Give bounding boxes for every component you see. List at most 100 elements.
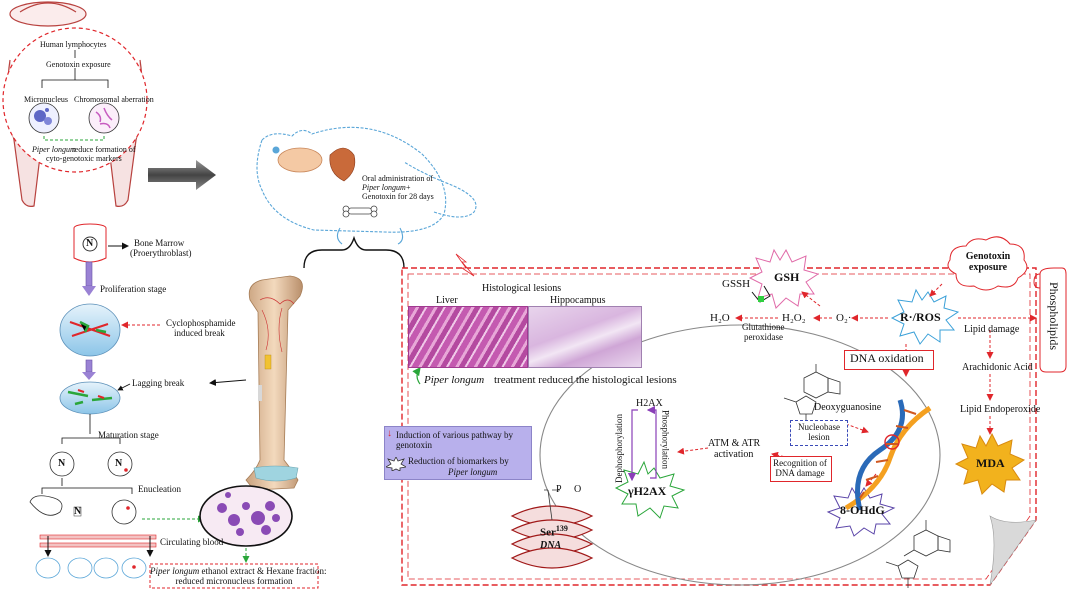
dna-helix	[844, 399, 932, 511]
liver-histology-image	[408, 306, 528, 368]
lipid-damage-label: Lipid damage	[964, 324, 1020, 335]
nucleus-n-1: N	[86, 238, 94, 249]
femur-bone	[245, 275, 303, 491]
result-suffix: ethanol extract & Hexane fraction:	[201, 566, 327, 576]
glutathione-peroxidase-1: Glutathione	[742, 322, 785, 332]
lymphocyte-circle	[2, 27, 148, 173]
micronucleus-label: Micronucleus	[24, 95, 68, 104]
recognition-1: Recognition of	[773, 458, 827, 468]
genotoxin-exposure-label: Genotoxin exposure	[46, 60, 111, 69]
h2o2-label: H₂O₂	[782, 312, 806, 324]
nucleus-n-3: N	[115, 458, 123, 469]
h2ax-label: H2AX	[636, 398, 663, 409]
brace	[303, 235, 405, 269]
o2-label: O₂·	[836, 312, 852, 324]
brain-icon	[277, 147, 323, 173]
bone-marrow-label: Bone Marrow	[134, 238, 185, 248]
chromosomal-aberration-label: Chromosomal aberration	[74, 95, 154, 104]
maturation-stage-label: Maturation stage	[98, 430, 159, 440]
lightning-icon	[455, 253, 475, 277]
histone-ribbon	[510, 489, 594, 569]
dna-oxidation-box	[844, 350, 934, 370]
deoxyguanosine-molecule	[783, 364, 841, 424]
result-piper: Piper longum	[150, 566, 200, 576]
nucleobase-lesion-1: Nucleobase	[798, 422, 840, 432]
legend-burst-icon	[386, 457, 406, 471]
deoxyguanosine-label: Deoxyguanosine	[814, 402, 882, 413]
cyto-genotoxic-label: cyto-genotoxic markers	[46, 154, 122, 163]
gray-arrow	[148, 160, 216, 190]
page-curl	[989, 515, 1037, 586]
legend-piper: Piper longum	[448, 467, 498, 477]
legend-reduction: Reduction of biomarkers by	[408, 456, 509, 466]
ros-burst	[890, 288, 960, 345]
phosphate-o-label: O	[574, 484, 582, 495]
bone-marrow-cylinder	[73, 223, 107, 263]
enucleation-label: Enucleation	[138, 484, 181, 494]
liver-label: Liver	[436, 295, 458, 306]
induced-break-label: induced break	[174, 328, 225, 338]
nucleus-n-2: N	[58, 458, 66, 469]
arachidonic-acid-label: Arachidonic Acid	[962, 362, 1033, 373]
nucleobase-lesion-2: lesion	[808, 432, 830, 442]
dna-ribbon-label: DNA	[540, 540, 562, 551]
oral-admin-line1: Oral administration of	[362, 174, 434, 183]
gamma-h2ax-label: γH2AX	[628, 484, 667, 498]
proerythroblast-label: (Proerythroblast)	[130, 248, 192, 258]
piper-longum-label: Piper longum	[32, 145, 76, 154]
recognition-box	[770, 456, 832, 482]
dephosphorylation-label: Dephosphorylation	[614, 414, 624, 483]
lagging-break-label: Lagging break	[132, 378, 185, 388]
ohdg-molecule	[885, 520, 951, 588]
ohdg-burst	[826, 486, 896, 537]
genotoxin-cloud	[947, 236, 1028, 291]
cyclophosphamide-label: Cyclophosphamide	[166, 318, 236, 328]
dna-oxidation-label: DNA oxidation	[850, 351, 924, 365]
cell-ellipse	[539, 324, 941, 586]
ros-label: R·/ROS	[900, 310, 941, 324]
glutathione-peroxidase-2: peroxidase	[744, 332, 783, 342]
ser-sup: 139	[555, 524, 568, 533]
result-line2: reduced micronucleus formation	[175, 576, 293, 587]
recognition-2: DNA damage	[775, 468, 825, 478]
nucleus-n-4: N	[74, 506, 82, 517]
phosphate-p-label: P	[556, 484, 562, 495]
result-box	[149, 563, 319, 589]
lipid-endoperoxide-label: Lipid Endoperoxide	[960, 404, 1041, 415]
mda-label: MDA	[976, 456, 1005, 470]
blood-vessel	[39, 534, 157, 557]
reduce-formation-label: reduce formation of	[72, 145, 136, 154]
histo-caption-suffix: treatment reduced the histological lesio…	[494, 374, 677, 386]
oral-admin-line2-suffix: +	[406, 183, 411, 192]
histological-lesions-label: Histological lesions	[482, 283, 562, 294]
hippocampus-histology-image	[528, 306, 642, 368]
human-lymphocytes-label: Human lymphocytes	[40, 40, 107, 49]
atm-atr-1: ATM & ATR	[708, 438, 761, 449]
proliferation-stage-label: Proliferation stage	[100, 284, 167, 294]
nucleobase-lesion-box	[790, 420, 848, 446]
h2o-label: H₂O	[710, 312, 730, 324]
mda-burst	[954, 432, 1026, 495]
ohdg-label: 8-OHdG	[840, 503, 885, 517]
ser139-label: Ser139	[540, 524, 568, 539]
atm-atr-2: activation	[714, 449, 754, 460]
circulating-blood-label: Circulating blood	[160, 537, 224, 547]
oral-admin-line2: Piper longum	[362, 183, 406, 192]
genotoxin-cloud-label: Genotoxin exposure	[965, 251, 1011, 273]
phospholipids-scroll	[1033, 267, 1067, 373]
legend-panel	[384, 426, 532, 480]
liver-icon	[329, 147, 356, 182]
phosphorylation-label: Phosphorylation	[660, 410, 671, 470]
small-bone-icon	[342, 205, 378, 218]
gsh-burst	[748, 248, 820, 309]
phospholipids-label: Phospholipids	[1046, 282, 1061, 351]
oral-admin-line3: Genotoxin for 28 days	[362, 192, 434, 201]
legend-red-arrow-icon: ↓	[387, 428, 392, 439]
circulating-cells	[35, 557, 147, 579]
gssh-label: GSSH	[722, 278, 751, 290]
gsh-label: GSH	[774, 270, 800, 284]
histo-caption-piper: Piper longum	[424, 374, 485, 386]
hippocampus-label: Hippocampus	[550, 295, 606, 306]
